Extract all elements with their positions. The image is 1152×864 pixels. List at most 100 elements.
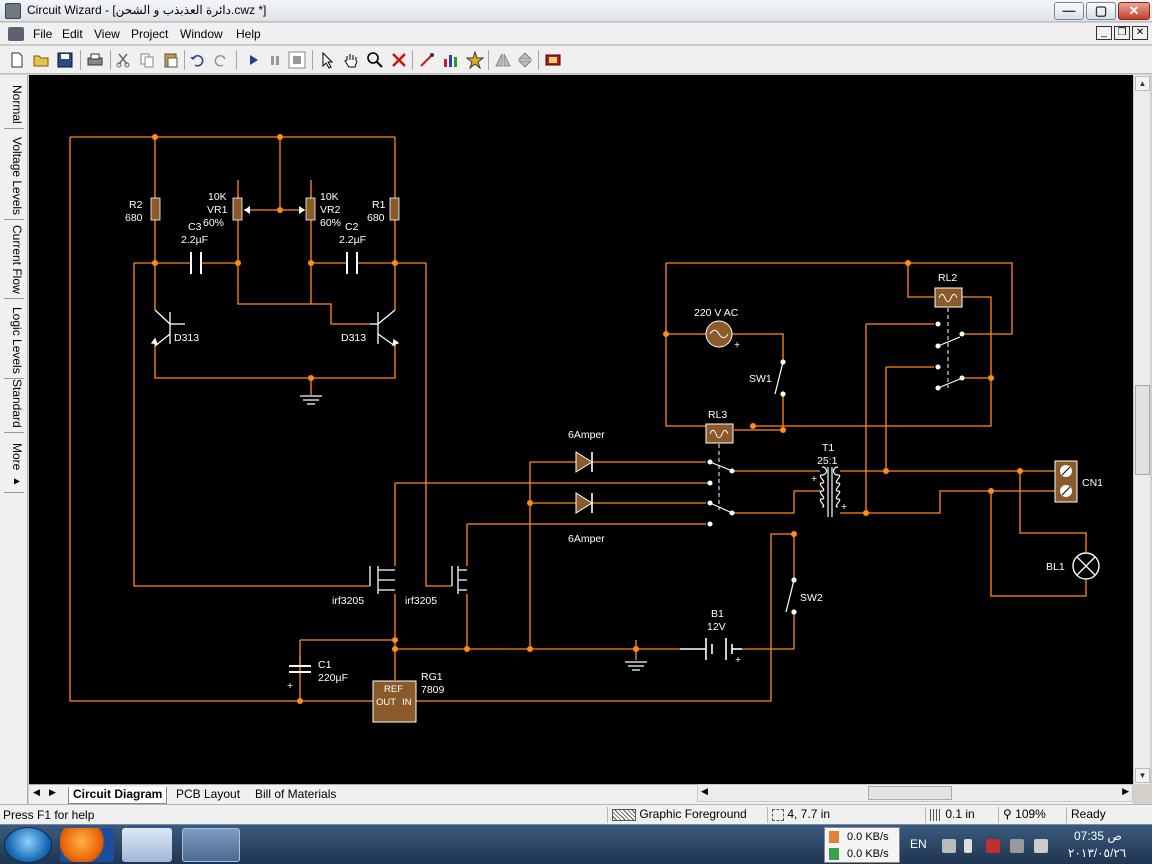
copy-icon[interactable] xyxy=(138,51,156,69)
relay-rl3[interactable] xyxy=(705,423,734,510)
horizontal-scrollbar[interactable]: ◀ ▶ xyxy=(697,784,1133,802)
menu-edit[interactable]: Edit xyxy=(62,27,83,41)
cut-icon[interactable] xyxy=(114,51,132,69)
transistor-left[interactable] xyxy=(150,309,185,347)
circuit-wizard-task-icon[interactable] xyxy=(182,828,240,862)
status-grid: 0.1 in xyxy=(925,807,998,823)
capacitor-c3[interactable] xyxy=(190,252,202,274)
mdi-minimize-button[interactable]: _ xyxy=(1096,26,1112,40)
clock-date[interactable]: ٢٠١٣/٠٥/٢٦ xyxy=(1068,846,1127,860)
network-error-icon[interactable] xyxy=(986,839,1000,853)
resistor-r2[interactable] xyxy=(150,197,161,221)
menu-project[interactable]: Project xyxy=(131,27,169,41)
tab-circuit-diagram[interactable]: Circuit Diagram xyxy=(68,787,168,804)
open-folder-icon[interactable] xyxy=(32,51,50,69)
minimize-icon: — xyxy=(1062,3,1076,18)
print-icon[interactable] xyxy=(86,51,104,69)
scroll-up-arrow-icon[interactable]: ▲ xyxy=(1135,76,1150,91)
potentiometer-vr2[interactable] xyxy=(305,197,316,221)
maximize-button[interactable]: ▢ xyxy=(1086,2,1116,20)
mdi-restore-button[interactable]: ❐ xyxy=(1114,26,1130,40)
transformer-t1[interactable] xyxy=(819,466,841,517)
mosfet-left[interactable] xyxy=(369,566,395,594)
label-c1-plus: + xyxy=(287,680,293,692)
view-tab-more[interactable]: More ▸ xyxy=(4,439,24,493)
transistor-right[interactable] xyxy=(370,309,400,347)
tab-pcb-layout[interactable]: PCB Layout xyxy=(176,787,241,801)
tray-arrow-icon[interactable] xyxy=(942,839,956,853)
run-icon[interactable] xyxy=(244,51,262,69)
probe-icon[interactable] xyxy=(418,51,436,69)
vertical-scroll-thumb[interactable] xyxy=(1135,385,1150,475)
maximize-icon: ▢ xyxy=(1094,3,1108,18)
delete-icon[interactable] xyxy=(390,51,408,69)
ac-source[interactable] xyxy=(705,320,733,348)
vertical-scrollbar[interactable]: ▲ ▼ xyxy=(1133,75,1150,784)
menu-view[interactable]: View xyxy=(94,27,120,41)
view-tab-logic-levels[interactable]: Logic Levels xyxy=(4,303,24,379)
scroll-right-arrow-icon[interactable]: ▶ xyxy=(1122,786,1129,796)
capacitor-c1[interactable] xyxy=(289,665,311,673)
view-tab-voltage-levels[interactable]: Voltage Levels xyxy=(4,133,24,221)
switch-sw2[interactable] xyxy=(785,577,797,615)
potentiometer-vr1[interactable] xyxy=(232,197,243,221)
minimize-button[interactable]: — xyxy=(1054,2,1084,20)
scroll-down-arrow-icon[interactable]: ▼ xyxy=(1135,768,1150,783)
document-icon[interactable] xyxy=(8,27,24,41)
pan-hand-icon[interactable] xyxy=(342,51,360,69)
view-tab-normal[interactable]: Normal xyxy=(4,81,24,129)
stop-icon[interactable] xyxy=(288,51,306,69)
resistor-r1[interactable] xyxy=(389,197,400,221)
layer-hatch-icon xyxy=(612,808,636,821)
view-tab-standard[interactable]: Standard xyxy=(4,375,24,433)
mosfet-right[interactable] xyxy=(451,566,467,594)
volume-icon[interactable] xyxy=(1034,839,1048,853)
save-icon[interactable] xyxy=(56,51,74,69)
relay-rl2[interactable] xyxy=(934,287,963,388)
lamp-bl1[interactable] xyxy=(1072,552,1100,580)
close-button[interactable]: ✕ xyxy=(1118,2,1150,20)
language-indicator[interactable]: EN xyxy=(910,837,927,851)
circuit-canvas[interactable]: R2 680 10K VR1 60% 10K VR2 60% R1 680 C3… xyxy=(29,75,1133,784)
upload-arrow-icon xyxy=(829,848,839,860)
menu-file[interactable]: File xyxy=(33,27,53,41)
paste-icon[interactable] xyxy=(162,51,180,69)
zoom-icon[interactable] xyxy=(366,51,384,69)
menu-window[interactable]: Window xyxy=(180,27,223,41)
connector-cn1[interactable] xyxy=(1054,460,1078,503)
mdi-close-button[interactable]: ✕ xyxy=(1132,26,1148,40)
regulator-rg1[interactable] xyxy=(372,680,417,723)
firefox-icon[interactable] xyxy=(60,828,114,862)
tab-next-arrow-icon[interactable]: ▶ xyxy=(49,787,56,797)
label-ac-plus: + xyxy=(734,339,740,351)
battery-b1[interactable] xyxy=(680,638,742,660)
pause-icon[interactable] xyxy=(266,51,284,69)
flip-horizontal-icon[interactable] xyxy=(494,51,512,69)
start-button[interactable] xyxy=(4,827,52,863)
component-star-icon[interactable] xyxy=(466,51,484,69)
view-tab-current-flow[interactable]: Current Flow xyxy=(4,221,24,299)
switch-sw1[interactable] xyxy=(774,359,786,397)
graph-icon[interactable] xyxy=(442,51,460,69)
new-file-icon[interactable] xyxy=(8,51,26,69)
calculator-icon[interactable] xyxy=(122,828,172,862)
diode-top[interactable] xyxy=(575,451,593,473)
diode-bottom[interactable] xyxy=(575,492,593,514)
menu-help[interactable]: Help xyxy=(236,27,261,41)
horizontal-scroll-thumb[interactable] xyxy=(868,786,952,800)
status-coords-text: 4, 7.7 in xyxy=(787,807,831,821)
label-t1: T1 xyxy=(822,442,834,454)
tab-bill-of-materials[interactable]: Bill of Materials xyxy=(255,787,337,801)
select-pointer-icon[interactable] xyxy=(318,51,336,69)
undo-icon[interactable] xyxy=(188,51,206,69)
signal-icon[interactable] xyxy=(1010,839,1024,853)
redo-icon[interactable] xyxy=(212,51,230,69)
ground-bottom xyxy=(625,661,647,671)
tab-prev-arrow-icon[interactable]: ◀ xyxy=(33,787,40,797)
flip-vertical-icon[interactable] xyxy=(516,51,534,69)
battery-icon[interactable] xyxy=(964,839,972,853)
capacitor-c2[interactable] xyxy=(346,252,358,274)
scroll-left-arrow-icon[interactable]: ◀ xyxy=(701,786,708,796)
clock-time[interactable]: 07:35 ص xyxy=(1074,829,1122,843)
parts-library-icon[interactable] xyxy=(544,51,562,69)
